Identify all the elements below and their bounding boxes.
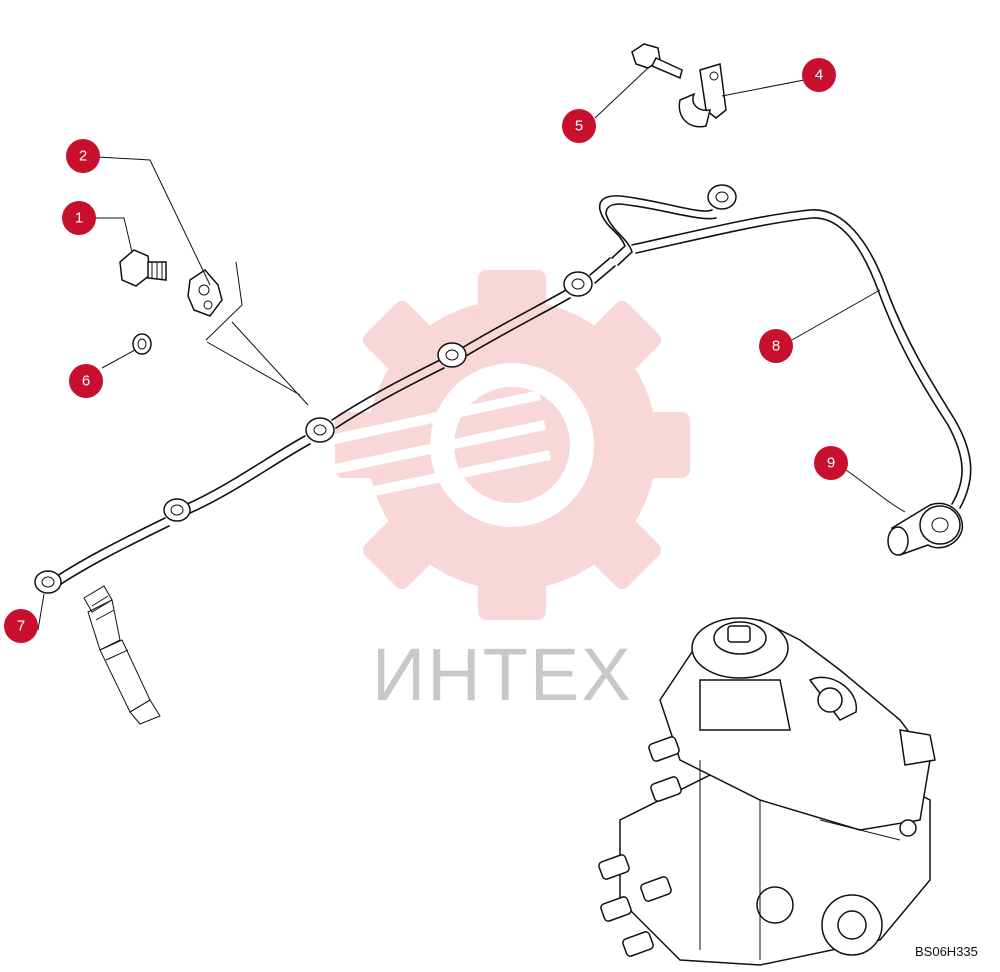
banjo-fitting-1 xyxy=(34,570,62,594)
svg-text:6: 6 xyxy=(82,373,90,390)
svg-text:2: 2 xyxy=(79,148,87,165)
callout-7: 7 xyxy=(4,609,38,643)
callout-2: 2 xyxy=(66,139,100,173)
callout-5: 5 xyxy=(562,109,596,143)
watermark-logo xyxy=(328,270,690,620)
drawing-code: BS06H335 xyxy=(915,944,978,959)
callout-9: 9 xyxy=(814,446,848,480)
leader-lines xyxy=(37,67,906,631)
banjo-bolt xyxy=(119,249,167,287)
svg-text:8: 8 xyxy=(772,338,780,355)
callout-4: 4 xyxy=(802,58,836,92)
callout-8: 8 xyxy=(759,329,793,363)
svg-text:9: 9 xyxy=(827,455,835,472)
injector xyxy=(83,585,161,725)
return-pipe xyxy=(598,184,972,556)
svg-text:7: 7 xyxy=(17,618,25,635)
svg-text:5: 5 xyxy=(575,118,583,135)
banjo-fitting-top xyxy=(707,184,737,210)
callout-6: 6 xyxy=(69,364,103,398)
washer xyxy=(132,333,152,355)
pipe-clamp xyxy=(678,63,727,128)
banjo-fitting-4 xyxy=(437,342,467,368)
banjo-fitting-3 xyxy=(305,417,335,443)
watermark-text: ИНТЕХ xyxy=(372,633,633,716)
banjo-fitting-2 xyxy=(163,498,191,522)
svg-text:1: 1 xyxy=(75,210,83,227)
banjo-fitting-5 xyxy=(563,271,593,297)
svg-text:4: 4 xyxy=(815,67,823,84)
clip-bracket xyxy=(187,261,243,341)
leak-off-line xyxy=(34,257,616,594)
callout-1: 1 xyxy=(62,201,96,235)
clamp-bolt xyxy=(631,43,683,80)
injection-pump xyxy=(598,617,936,966)
